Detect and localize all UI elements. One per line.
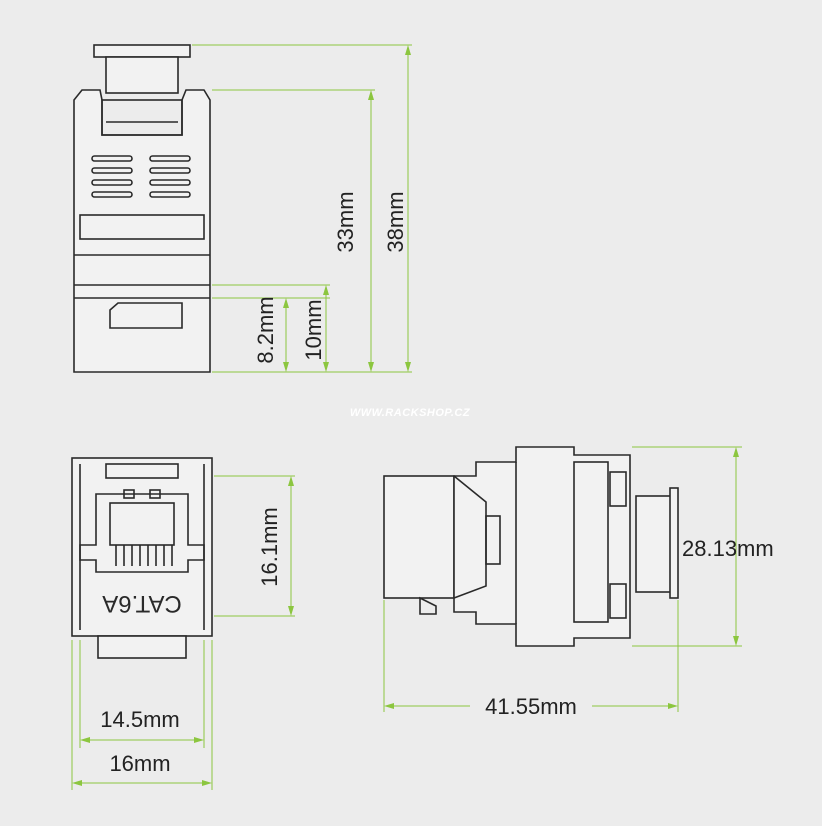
dim-28-13mm-label: 28.13mm	[682, 536, 774, 561]
dim-8-2mm-label: 8.2mm	[253, 296, 278, 363]
dim-14-5mm-label: 14.5mm	[100, 707, 179, 732]
front-view-dimensions: 16.1mm 14.5mm 16mm	[71, 475, 295, 790]
dim-33mm-label: 33mm	[333, 191, 358, 252]
dim-38mm-label: 38mm	[383, 191, 408, 252]
watermark: WWW.RACKSHOP.CZ	[350, 407, 471, 419]
side-view-dimensions: 28.13mm 41.55mm	[383, 446, 774, 719]
front-view: CAT.6A	[71, 457, 213, 659]
cat6a-label: CAT.6A	[102, 590, 182, 617]
side-view	[383, 446, 679, 647]
vent-slots	[91, 155, 191, 198]
dim-16mm-label: 16mm	[109, 751, 170, 776]
dim-41-55mm-label: 41.55mm	[485, 694, 577, 719]
top-view	[73, 44, 211, 373]
top-view-dimensions: 38mm 33mm 10mm 8.2mm	[192, 44, 412, 373]
dim-16-1mm-label: 16.1mm	[257, 507, 282, 586]
rj45-contacts	[115, 545, 173, 566]
dim-10mm-label: 10mm	[301, 299, 326, 360]
